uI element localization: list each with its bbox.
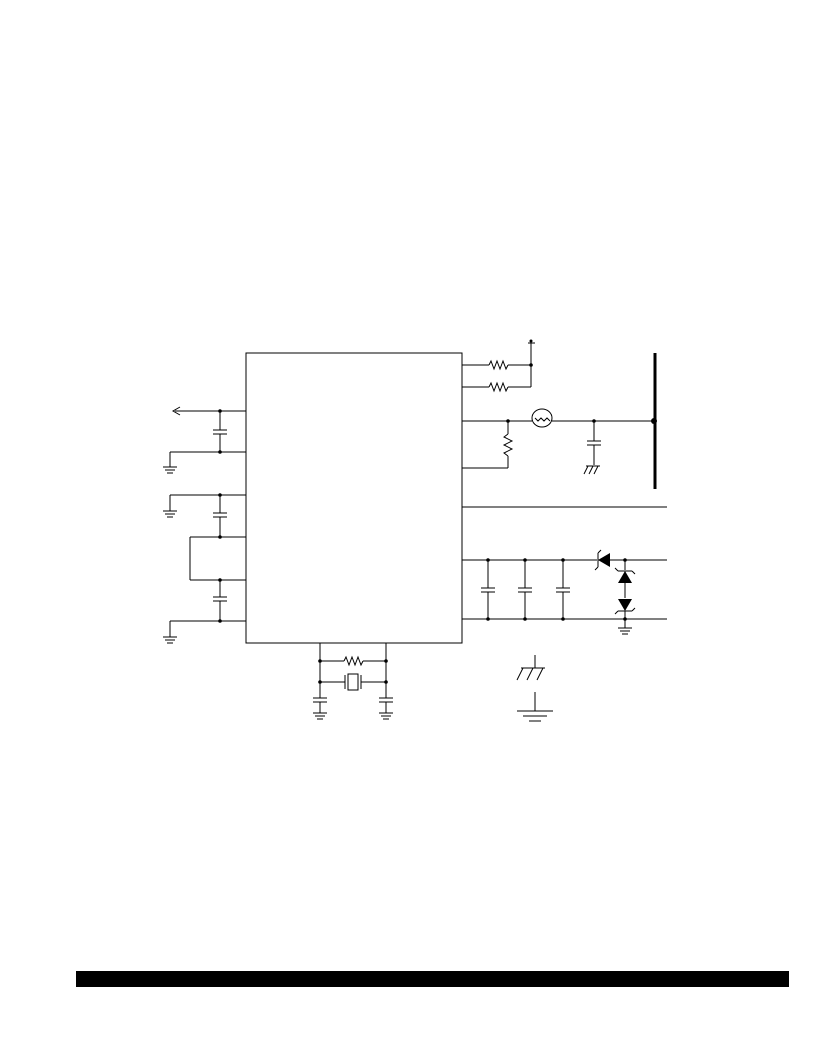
tvs-diode-lower-icon	[618, 599, 632, 611]
tvs-diode-series-icon	[598, 553, 610, 567]
bus-line	[462, 408, 657, 475]
footer-bar	[76, 971, 789, 987]
resistor-r3	[502, 433, 514, 457]
ic-box	[245, 352, 463, 644]
resistor-r2	[488, 381, 509, 393]
crystal-icon	[347, 673, 359, 691]
crystal-oscillator-section	[313, 643, 393, 720]
tvs-diode-upper-icon	[618, 571, 632, 583]
resistor-r1	[488, 359, 509, 371]
pullup-resistor-network	[462, 339, 535, 393]
left-supply-section	[163, 406, 246, 644]
power-input-section	[462, 549, 667, 635]
polyfuse-icon	[531, 408, 553, 428]
legend	[516, 655, 553, 722]
resistor-feedback	[343, 655, 364, 667]
output-arrow-icon	[171, 406, 181, 416]
